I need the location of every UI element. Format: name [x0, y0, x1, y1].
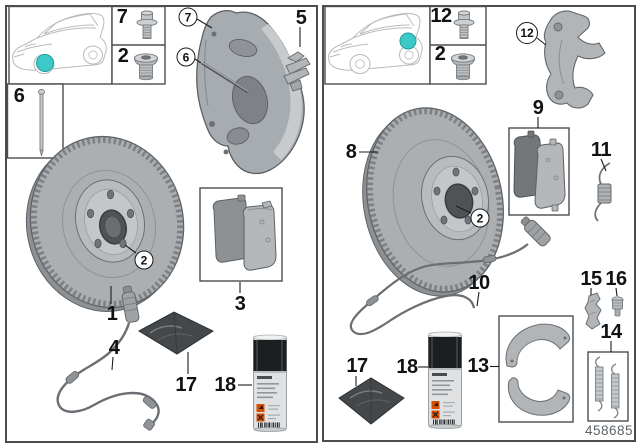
callout-label-9[interactable]: 9	[532, 97, 544, 119]
callout-label-17[interactable]: 17	[175, 374, 197, 396]
leader-lines	[110, 18, 301, 386]
guide-bolt-drawing	[38, 89, 45, 157]
caliper-bolt-icon	[136, 10, 158, 39]
callout-label-17-rear[interactable]: 17	[346, 355, 368, 377]
rear-brake-art	[324, 5, 629, 429]
callout-label-6[interactable]: 6	[13, 85, 25, 107]
paste-sachet-drawing	[137, 311, 215, 355]
rear-axle-marker-icon	[399, 32, 417, 50]
closure-plug-icon	[451, 53, 475, 81]
callout-label-5[interactable]: 5	[295, 7, 307, 29]
paste-sachet-drawing	[338, 377, 405, 425]
rear-wear-sensor-drawing	[349, 216, 551, 336]
callout-label-16[interactable]: 16	[605, 268, 627, 290]
front-brake-art	[6, 5, 311, 432]
callout-label-15[interactable]: 15	[580, 268, 602, 290]
cleaner-spray-can-drawing	[428, 331, 462, 429]
front-wear-sensor-drawing	[56, 285, 160, 431]
spring-kit-drawing	[595, 356, 620, 419]
callout-label-3[interactable]: 3	[234, 293, 246, 315]
callout-bubble-2-rear[interactable]: 2	[470, 208, 490, 228]
diagram-part-number: 458685	[584, 423, 633, 438]
rear-brake-disc-drawing	[362, 107, 504, 297]
front-axle-marker-icon	[36, 54, 54, 72]
callout-label-8[interactable]: 8	[345, 141, 357, 163]
brake-caliper-drawing	[196, 10, 305, 175]
callout-label-14[interactable]: 14	[600, 321, 622, 343]
callout-label-2-plug[interactable]: 2	[117, 45, 129, 67]
rear-brake-pads-drawing	[513, 130, 566, 212]
pad-retaining-spring-drawing	[283, 51, 311, 92]
adjuster-drawing	[584, 292, 602, 330]
callout-label-12[interactable]: 12	[430, 5, 452, 27]
callout-label-18[interactable]: 18	[214, 374, 236, 396]
callout-label-13[interactable]: 13	[467, 355, 489, 377]
expander-pin-drawing	[611, 296, 624, 317]
leader-lines	[355, 37, 618, 386]
cleaner-spray-can-drawing	[253, 334, 287, 432]
callout-label-4[interactable]: 4	[108, 337, 120, 359]
callout-label-18-rear[interactable]: 18	[396, 356, 418, 378]
callout-label-1[interactable]: 1	[106, 303, 118, 325]
callout-bubble-2-front[interactable]: 2	[134, 250, 154, 270]
callout-bubble-12[interactable]: 12	[516, 22, 538, 44]
callout-label-7[interactable]: 7	[116, 6, 128, 28]
callout-label-11[interactable]: 11	[590, 139, 612, 161]
callout-bubble-7[interactable]: 7	[178, 7, 198, 27]
callout-label-2-plug-rear[interactable]: 2	[434, 43, 446, 65]
handbrake-shoes-drawing	[505, 323, 571, 416]
carrier-bolt-icon	[453, 10, 475, 39]
callout-label-10[interactable]: 10	[468, 272, 490, 294]
rear-retaining-spring-drawing	[594, 162, 612, 222]
closure-plug-icon	[134, 53, 158, 81]
caliper-carrier-drawing	[543, 10, 606, 109]
callout-bubble-6[interactable]: 6	[176, 47, 196, 67]
front-brake-pads-drawing	[212, 194, 277, 271]
